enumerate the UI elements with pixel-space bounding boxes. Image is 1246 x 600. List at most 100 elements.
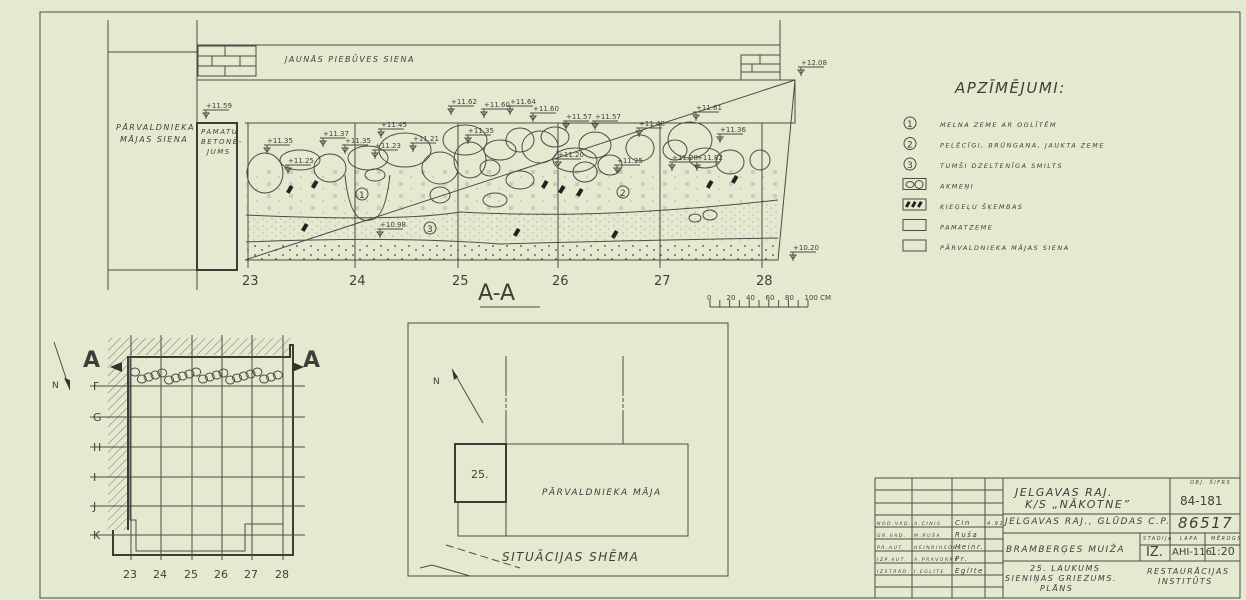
role: IZP.AUT. bbox=[877, 557, 907, 563]
region-line-2: K/S „NĀKOTNE” bbox=[1025, 498, 1131, 511]
brick-fragment bbox=[558, 184, 566, 194]
col-label: 25 bbox=[184, 568, 198, 581]
brick-fragment bbox=[301, 223, 309, 232]
stone bbox=[177, 371, 188, 381]
stone bbox=[218, 368, 229, 378]
elevation-marks: +11.59+11.35+11.37+11.35+11.25+11.45+11.… bbox=[202, 59, 827, 261]
stone bbox=[540, 126, 570, 148]
scale-label: 40 bbox=[746, 294, 755, 302]
row-label: I bbox=[93, 471, 96, 484]
date: 4.91 bbox=[987, 521, 1004, 527]
brick-icon bbox=[197, 45, 781, 81]
elevation-mark-icon bbox=[506, 105, 533, 115]
row-label: J bbox=[92, 500, 96, 513]
sheet-title-2: SIENIŅAS GRIEZUMS. bbox=[1005, 574, 1117, 583]
stone bbox=[211, 370, 222, 380]
row-label: F bbox=[93, 380, 99, 393]
row-label: H bbox=[93, 441, 101, 454]
foundation-label-2: BETONĒ- bbox=[201, 137, 243, 146]
dots-symbol-icon bbox=[902, 219, 927, 231]
brick-fragment bbox=[731, 174, 739, 184]
role: PR.AUT. bbox=[877, 545, 905, 551]
obj-code-label: OBJ. ŠIFRS bbox=[1190, 479, 1231, 486]
elevation-label: +11.61 bbox=[696, 104, 722, 112]
elevation-label: +10.20 bbox=[793, 244, 819, 252]
stone bbox=[505, 127, 535, 153]
house-label: PĀRVALDNIEKA MĀJA bbox=[542, 487, 662, 498]
scale-label: MĒROGS bbox=[1211, 535, 1242, 542]
elevation-label: +11.23 bbox=[375, 142, 401, 150]
stone bbox=[442, 124, 488, 156]
stone bbox=[143, 372, 154, 382]
house-wall-label-1: PĀRVALDNIEKA bbox=[116, 122, 195, 132]
elevation-label: +11.60 bbox=[484, 101, 510, 109]
stone bbox=[572, 161, 598, 183]
elevation-mark-icon bbox=[377, 128, 404, 138]
layer-symbol-icon bbox=[903, 157, 917, 171]
row-label: K bbox=[93, 529, 101, 542]
elevation-mark-icon bbox=[635, 127, 662, 137]
stone bbox=[429, 186, 451, 204]
brick-fragment bbox=[706, 179, 714, 189]
person-name: I.EGLĪTE bbox=[914, 568, 945, 575]
person-name: M.RUŠA bbox=[914, 532, 941, 539]
house-wall-hatch bbox=[107, 51, 198, 271]
brick-fragment bbox=[611, 229, 619, 239]
brick-fragment bbox=[311, 179, 319, 189]
north-arrow-icon bbox=[53, 341, 71, 391]
elevation-mark-icon bbox=[341, 144, 368, 154]
elevation-label: +11.35 bbox=[468, 127, 494, 135]
legend-label: PĀRVALDNIEKA MĀJAS SIENA bbox=[940, 243, 1070, 252]
institute-1: RESTAURĀCIJAS bbox=[1147, 566, 1230, 576]
axis-label-26: 26 bbox=[552, 274, 569, 289]
stone bbox=[259, 374, 270, 384]
elevation-label: +11.48 bbox=[639, 120, 665, 128]
stone bbox=[364, 168, 386, 182]
elevation-mark-icon bbox=[284, 164, 311, 174]
location: JELGAVAS RAJ., GLŪDAS C.P. bbox=[1003, 516, 1170, 527]
col-label: 26 bbox=[214, 568, 228, 581]
role: IZSTRĀD. bbox=[877, 568, 911, 575]
layer-marker-3: 3 bbox=[427, 225, 433, 235]
region-line-1: JELGAVAS RAJ. bbox=[1013, 486, 1113, 499]
obj-code: 84-181 bbox=[1180, 494, 1223, 508]
plan-north-label: N bbox=[52, 381, 59, 391]
stone bbox=[184, 369, 195, 379]
elevation-mark-icon bbox=[319, 137, 346, 147]
stone bbox=[246, 152, 284, 194]
col-label: 27 bbox=[244, 568, 258, 581]
arrow-right-icon bbox=[110, 362, 122, 372]
elevation-label: +11.59 bbox=[206, 102, 232, 110]
legend-label: ĶIEĢEĻU ŠĶEMBAS bbox=[940, 202, 1024, 211]
plot-label: 25. bbox=[471, 468, 489, 481]
elevation-mark-icon bbox=[668, 161, 695, 171]
axis-label-25: 25 bbox=[452, 274, 469, 289]
scale-label: 100 CM bbox=[805, 294, 832, 302]
hatch-symbol-icon bbox=[902, 239, 927, 252]
object-name: BRAMBERĢES MUIŽA bbox=[1006, 543, 1125, 555]
elevation-mark-icon bbox=[376, 228, 403, 238]
legend-label: MELNA ZEME AR OGLĪTĒM bbox=[940, 120, 1057, 129]
person-name: HEINRIHSONE bbox=[914, 545, 963, 551]
foundation-label-3: JUMS bbox=[205, 148, 231, 156]
stone bbox=[479, 159, 501, 177]
stone bbox=[625, 134, 655, 162]
elevation-mark-icon bbox=[480, 108, 507, 118]
role: NOD.VAD. bbox=[877, 521, 912, 527]
stone bbox=[578, 131, 612, 159]
stone bbox=[238, 371, 249, 381]
layer-symbol-icon bbox=[903, 137, 917, 150]
elevation-mark-icon bbox=[263, 144, 290, 154]
stones-symbol-icon bbox=[902, 178, 927, 190]
elevation-mark-icon bbox=[789, 251, 816, 261]
person-name: A.PRAVORNS bbox=[913, 557, 959, 563]
elevation-label: +10.98 bbox=[380, 221, 406, 229]
elevation-mark-icon bbox=[409, 142, 436, 152]
stone bbox=[266, 372, 276, 382]
col-label: 24 bbox=[153, 568, 167, 581]
elevation-mark-icon bbox=[591, 120, 618, 130]
